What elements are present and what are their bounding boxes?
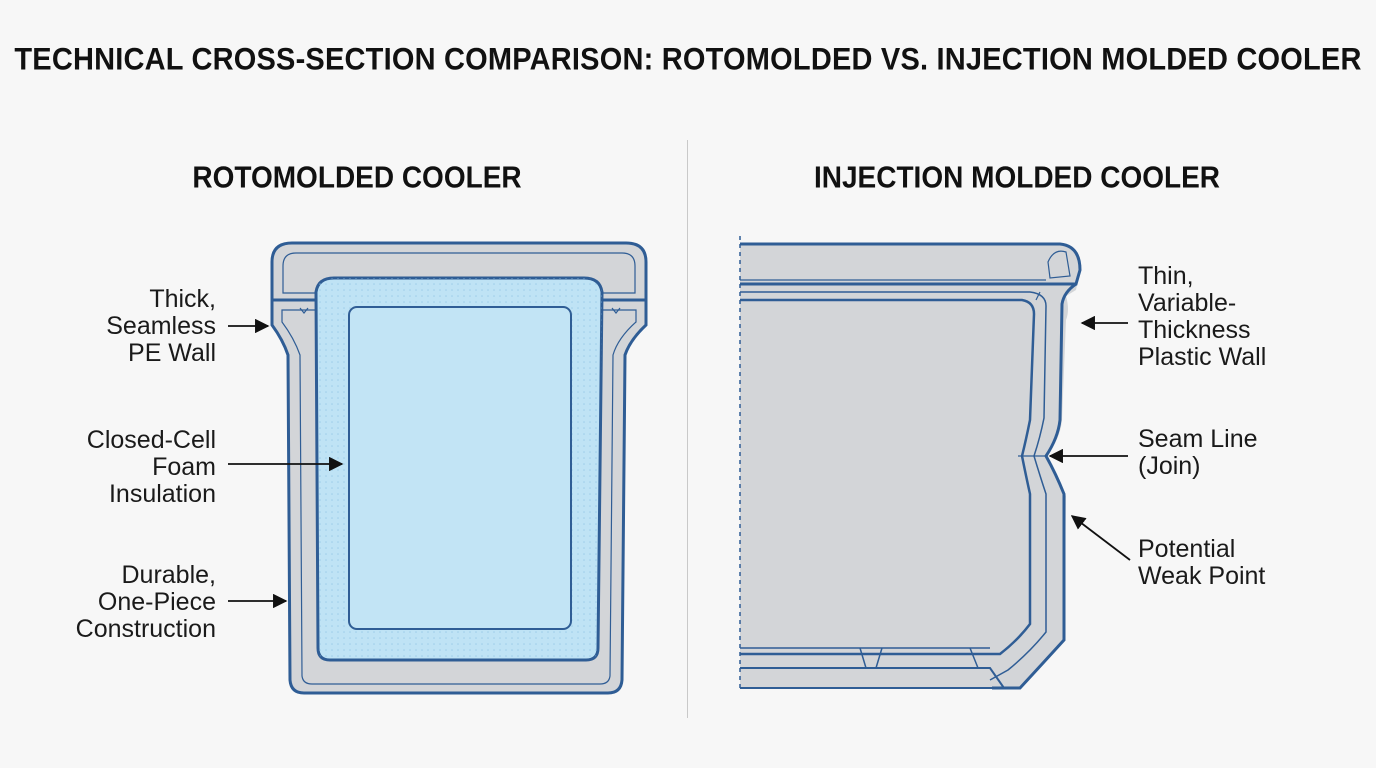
injection-body — [740, 244, 1080, 688]
injection-cooler-section — [739, 236, 1082, 690]
injection-base — [740, 667, 1006, 689]
callout-foam-insulation: Closed-Cell Foam Insulation — [86, 426, 216, 508]
injection-panel-title: INJECTION MOLDED COOLER — [813, 160, 1220, 195]
injection-lid — [740, 242, 1082, 286]
arrow-weak-point — [1070, 515, 1131, 561]
inner-liner — [348, 306, 572, 630]
callout-one-piece: Durable, One-Piece Construction — [75, 561, 216, 643]
rotomolded-panel-title: ROTOMOLDED COOLER — [192, 160, 522, 195]
callout-weak-point: Potential Weak Point — [1138, 535, 1266, 590]
diagram-title: TECHNICAL CROSS-SECTION COMPARISON: ROTO… — [14, 42, 1362, 78]
callout-thin-wall: Thin, Variable- Thickness Plastic Wall — [1138, 262, 1267, 371]
injection-outer-wall — [992, 282, 1077, 690]
callout-seam-line: Seam Line (Join) — [1138, 425, 1258, 480]
rotomolded-cooler-section — [270, 241, 648, 695]
panel-divider — [687, 140, 688, 718]
callout-pe-wall: Thick, Seamless PE Wall — [106, 285, 216, 367]
